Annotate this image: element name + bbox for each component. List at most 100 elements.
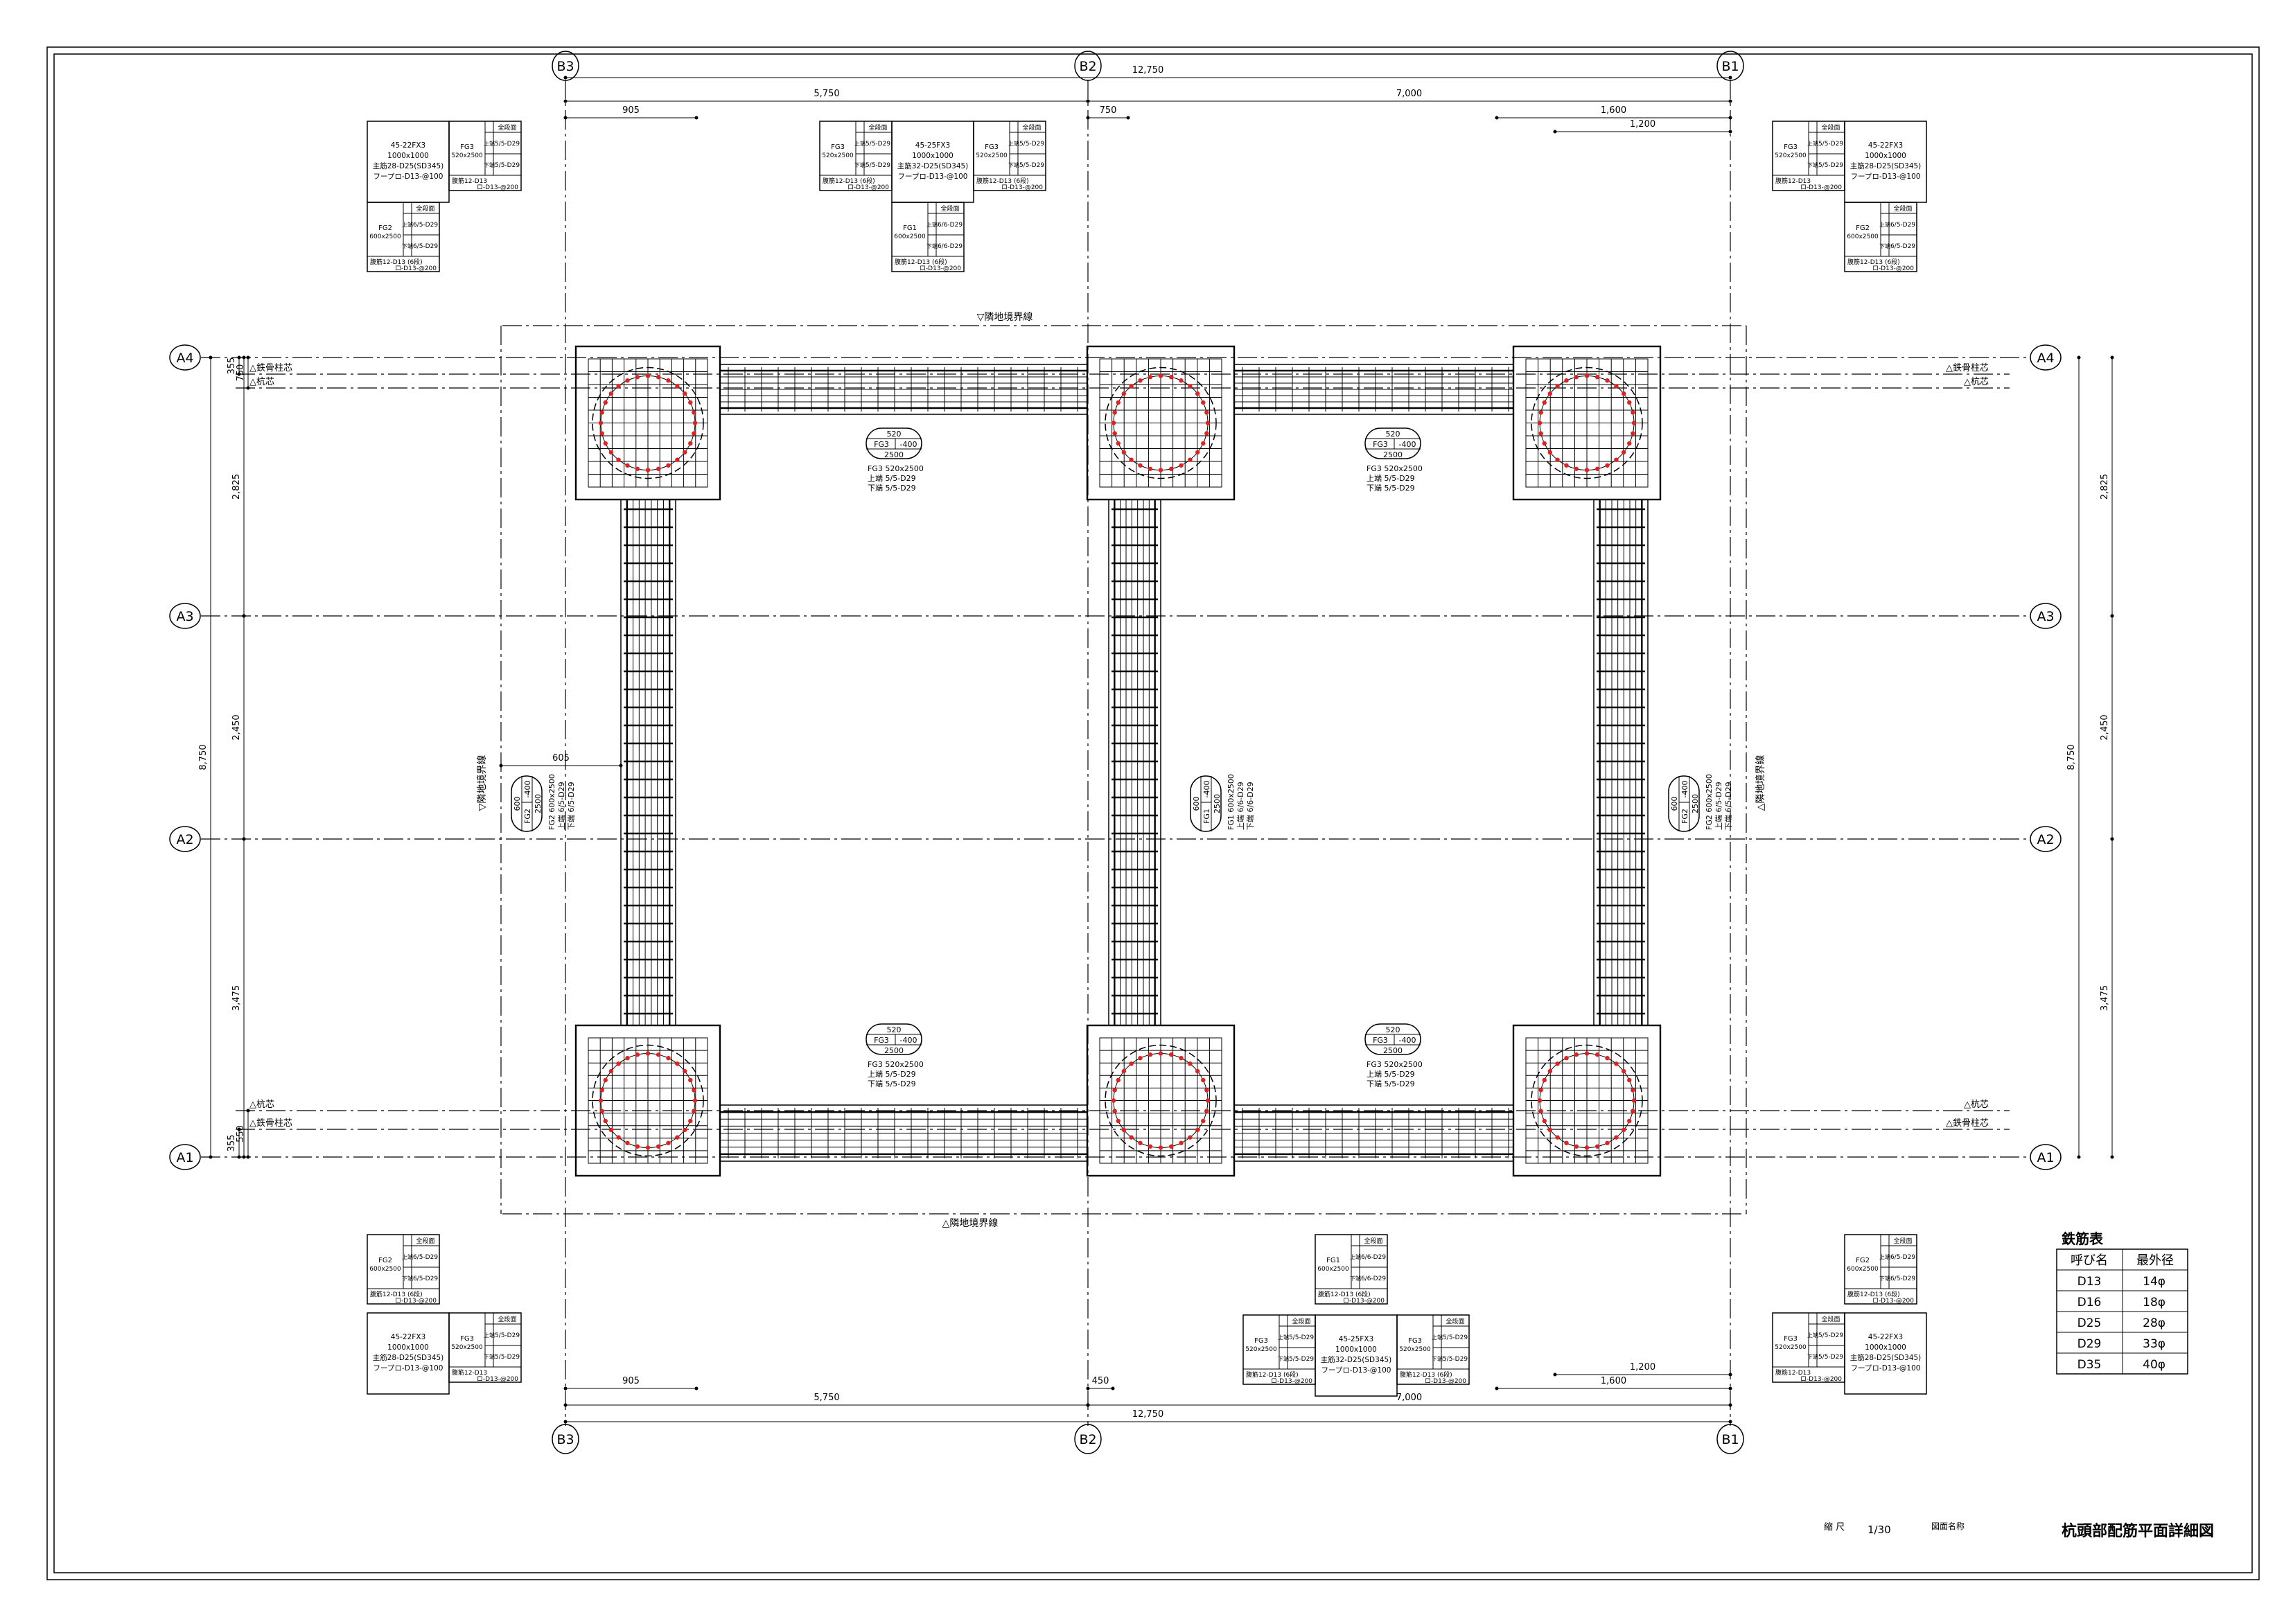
pile-main-bar	[603, 1077, 608, 1083]
pile-main-bar	[682, 1068, 687, 1074]
beam-spec-top: 5/5-D29	[1818, 141, 1843, 148]
pile-spec-line: 1000x1000	[1335, 1345, 1377, 1354]
pile-main-bar	[1121, 450, 1127, 455]
grid-bubble-a2	[169, 826, 201, 852]
pile-main-bar	[1121, 391, 1127, 396]
beam-spec-top-label: 上端	[1807, 1332, 1818, 1339]
dimension-tick	[1728, 130, 1732, 134]
beam-spec-size: 520x2500	[1775, 152, 1807, 159]
pile-main-bar	[598, 421, 604, 425]
beam-spec-bottom-label: 下端	[1807, 161, 1818, 168]
beam-tag-spec: 上端 6/5-D29	[1714, 782, 1723, 830]
beam-tag-spec: FG2 600x2500	[1705, 774, 1714, 830]
beam-spec-tie: ロ-D13-@200	[1800, 184, 1842, 191]
pile-main-bar	[1627, 400, 1632, 405]
dimension-tick	[1495, 116, 1499, 120]
beam-spec-size: 520x2500	[822, 152, 854, 159]
rebar-table-title: 鉄筋表	[2062, 1230, 2104, 1247]
beam-spec-header: 全段面	[940, 204, 959, 213]
pile-main-bar	[1158, 373, 1163, 378]
pile-main-bar	[1188, 384, 1193, 389]
pile-main-bar	[635, 1052, 640, 1057]
pile-outline	[592, 1044, 704, 1157]
dimension-tick	[499, 764, 503, 768]
boundary-label-right: △隣地境界線	[1755, 755, 1766, 811]
pile-main-bar	[1564, 463, 1569, 468]
pile-spec-line: 主筋32-D25(SD345)	[897, 161, 969, 170]
beam-spec-web: 腹筋12-D13 (6段)	[1847, 1290, 1900, 1298]
pile-main-bar	[1614, 384, 1619, 389]
pile-main-bar	[1621, 1127, 1626, 1133]
beam-spec-size: 600x2500	[369, 1266, 401, 1273]
dimension-text: 5,750	[814, 89, 839, 99]
beam-tag-name: FG3	[874, 440, 889, 449]
grid-label-b1: B1	[1721, 1432, 1739, 1447]
pile-main-bar	[1542, 1077, 1547, 1083]
dimension-tick	[209, 1155, 213, 1159]
pile-spec-line: 1000x1000	[387, 152, 429, 160]
beam-tag-depth: 2500	[534, 794, 543, 813]
pile-main-bar	[1112, 1109, 1117, 1113]
pile-main-bar	[1201, 1077, 1206, 1083]
beam-tag-spec: 下端 5/5-D29	[1367, 484, 1415, 493]
pile-caps	[574, 345, 1662, 1177]
pile-cap	[574, 1024, 721, 1177]
pile-main-bar	[1564, 378, 1569, 383]
beam-spec-bottom-label: 下端	[402, 242, 413, 249]
pile-spec-line: 主筋28-D25(SD345)	[1850, 1353, 1922, 1362]
grid-bubble-a4	[2030, 344, 2062, 371]
grid-label-a1: A1	[176, 1150, 193, 1165]
pile-main-bar	[1204, 1088, 1209, 1093]
beam-spec-bottom: 6/5-D29	[1890, 243, 1915, 250]
beam-tag-oval	[511, 775, 543, 832]
pile-main-bar	[645, 1145, 651, 1150]
pile-spec-line: 1000x1000	[387, 1343, 429, 1352]
pile-main-bar	[1574, 466, 1579, 471]
beam-tag-name: FG3	[1373, 1036, 1388, 1045]
beam-spec-bottom-label: 下端	[1008, 161, 1019, 168]
pile-spec-line: フープロ-D13-@100	[1321, 1366, 1391, 1375]
rebar-table-header-diameter: 最外径	[2136, 1253, 2174, 1268]
rebar-row-name: D16	[2077, 1296, 2102, 1309]
dimension-text: 2,825	[231, 474, 242, 500]
beam-spec-bottom: 6/5-D29	[413, 1276, 438, 1282]
dimension-tick	[246, 386, 250, 390]
pile-cap-outline	[1086, 345, 1236, 501]
pile-main-bar	[608, 1068, 614, 1074]
pile-spec-line: 主筋32-D25(SD345)	[1321, 1355, 1392, 1364]
beam-spec-top: 6/5-D29	[1890, 222, 1915, 229]
beam-tag-spec: FG3 520x2500	[1367, 1060, 1423, 1069]
dimension-tick	[1086, 1386, 1090, 1391]
pile-main-bar	[656, 1052, 661, 1057]
pile-cap	[1512, 345, 1662, 501]
rebar-row-name: D25	[2077, 1316, 2102, 1330]
beam-tag-level: -400	[900, 440, 917, 449]
pile-main-bar	[666, 1056, 671, 1061]
pile-outline	[1105, 1044, 1217, 1157]
beam-tag-width: 520	[1386, 1025, 1400, 1034]
beam-tag-depth: 2500	[884, 450, 904, 459]
pile-main-bar	[616, 1135, 621, 1140]
grid-bubble-a1	[2030, 1144, 2062, 1170]
pile-main-bar	[1111, 1098, 1116, 1103]
pile-main-bar	[598, 1098, 604, 1103]
beam-spec-bottom-label: 下端	[1879, 1275, 1890, 1282]
pile-main-bar	[625, 1140, 630, 1145]
dimension-tick	[1086, 116, 1090, 120]
dimension-tick	[1728, 1386, 1732, 1391]
beam-spec-bottom: 5/5-D29	[1818, 1354, 1843, 1361]
beam-spec-box: FG2600x2500全段面上端下端6/5-D296/5-D29腹筋12-D13…	[1844, 1234, 1917, 1305]
pile-spec-line: 主筋28-D25(SD345)	[373, 161, 444, 170]
pile-main-bar	[635, 1144, 640, 1149]
horizontal-beam	[719, 364, 1088, 415]
pile-main-bar	[1584, 1051, 1590, 1056]
dimension-tick	[1728, 1420, 1732, 1424]
beam-spec-header: 全段面	[498, 123, 516, 132]
dimension-tick	[2110, 1155, 2114, 1159]
pile-main-bar	[1605, 1140, 1610, 1145]
pile-main-bar	[675, 457, 680, 462]
dimension-tick	[246, 355, 250, 360]
beam-spec-tie: ロ-D13-@200	[395, 1298, 437, 1305]
beam-tag-spec: 下端 5/5-D29	[868, 484, 916, 493]
